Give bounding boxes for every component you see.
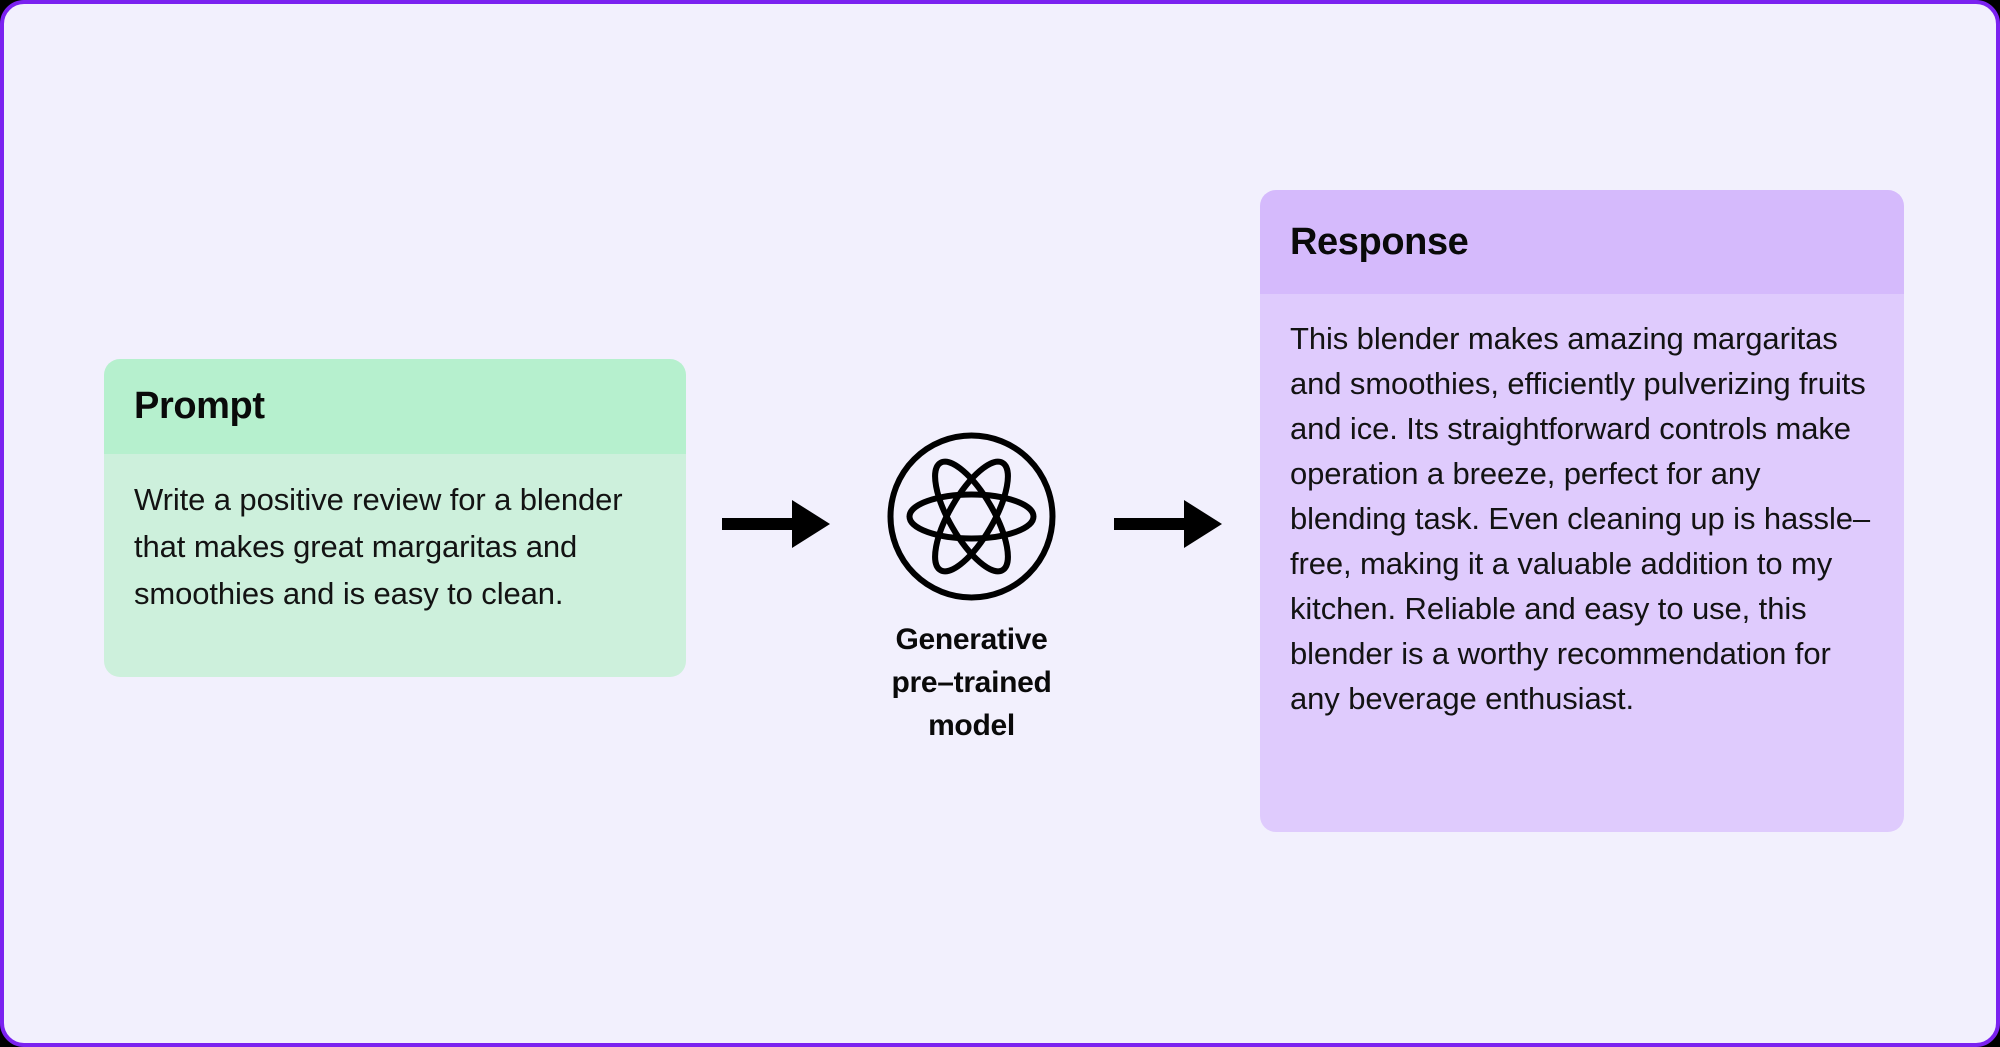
prompt-card-header: Prompt — [104, 359, 686, 454]
response-card-header: Response — [1260, 190, 1904, 294]
prompt-card: Prompt Write a positive review for a ble… — [104, 359, 686, 677]
arrow-prompt-to-model-icon — [722, 500, 830, 548]
generative-model-node: Generative pre–trained model — [859, 429, 1084, 747]
arrow-model-to-response-icon — [1114, 500, 1222, 548]
prompt-card-title: Prompt — [134, 385, 265, 427]
model-label: Generative pre–trained model — [891, 623, 1052, 742]
response-card: Response This blender makes amazing marg… — [1260, 190, 1904, 832]
prompt-card-body: Write a positive review for a blender th… — [104, 454, 686, 677]
response-card-body: This blender makes amazing margaritas an… — [1260, 294, 1904, 832]
atom-icon — [887, 432, 1056, 601]
response-card-title: Response — [1290, 220, 1469, 263]
